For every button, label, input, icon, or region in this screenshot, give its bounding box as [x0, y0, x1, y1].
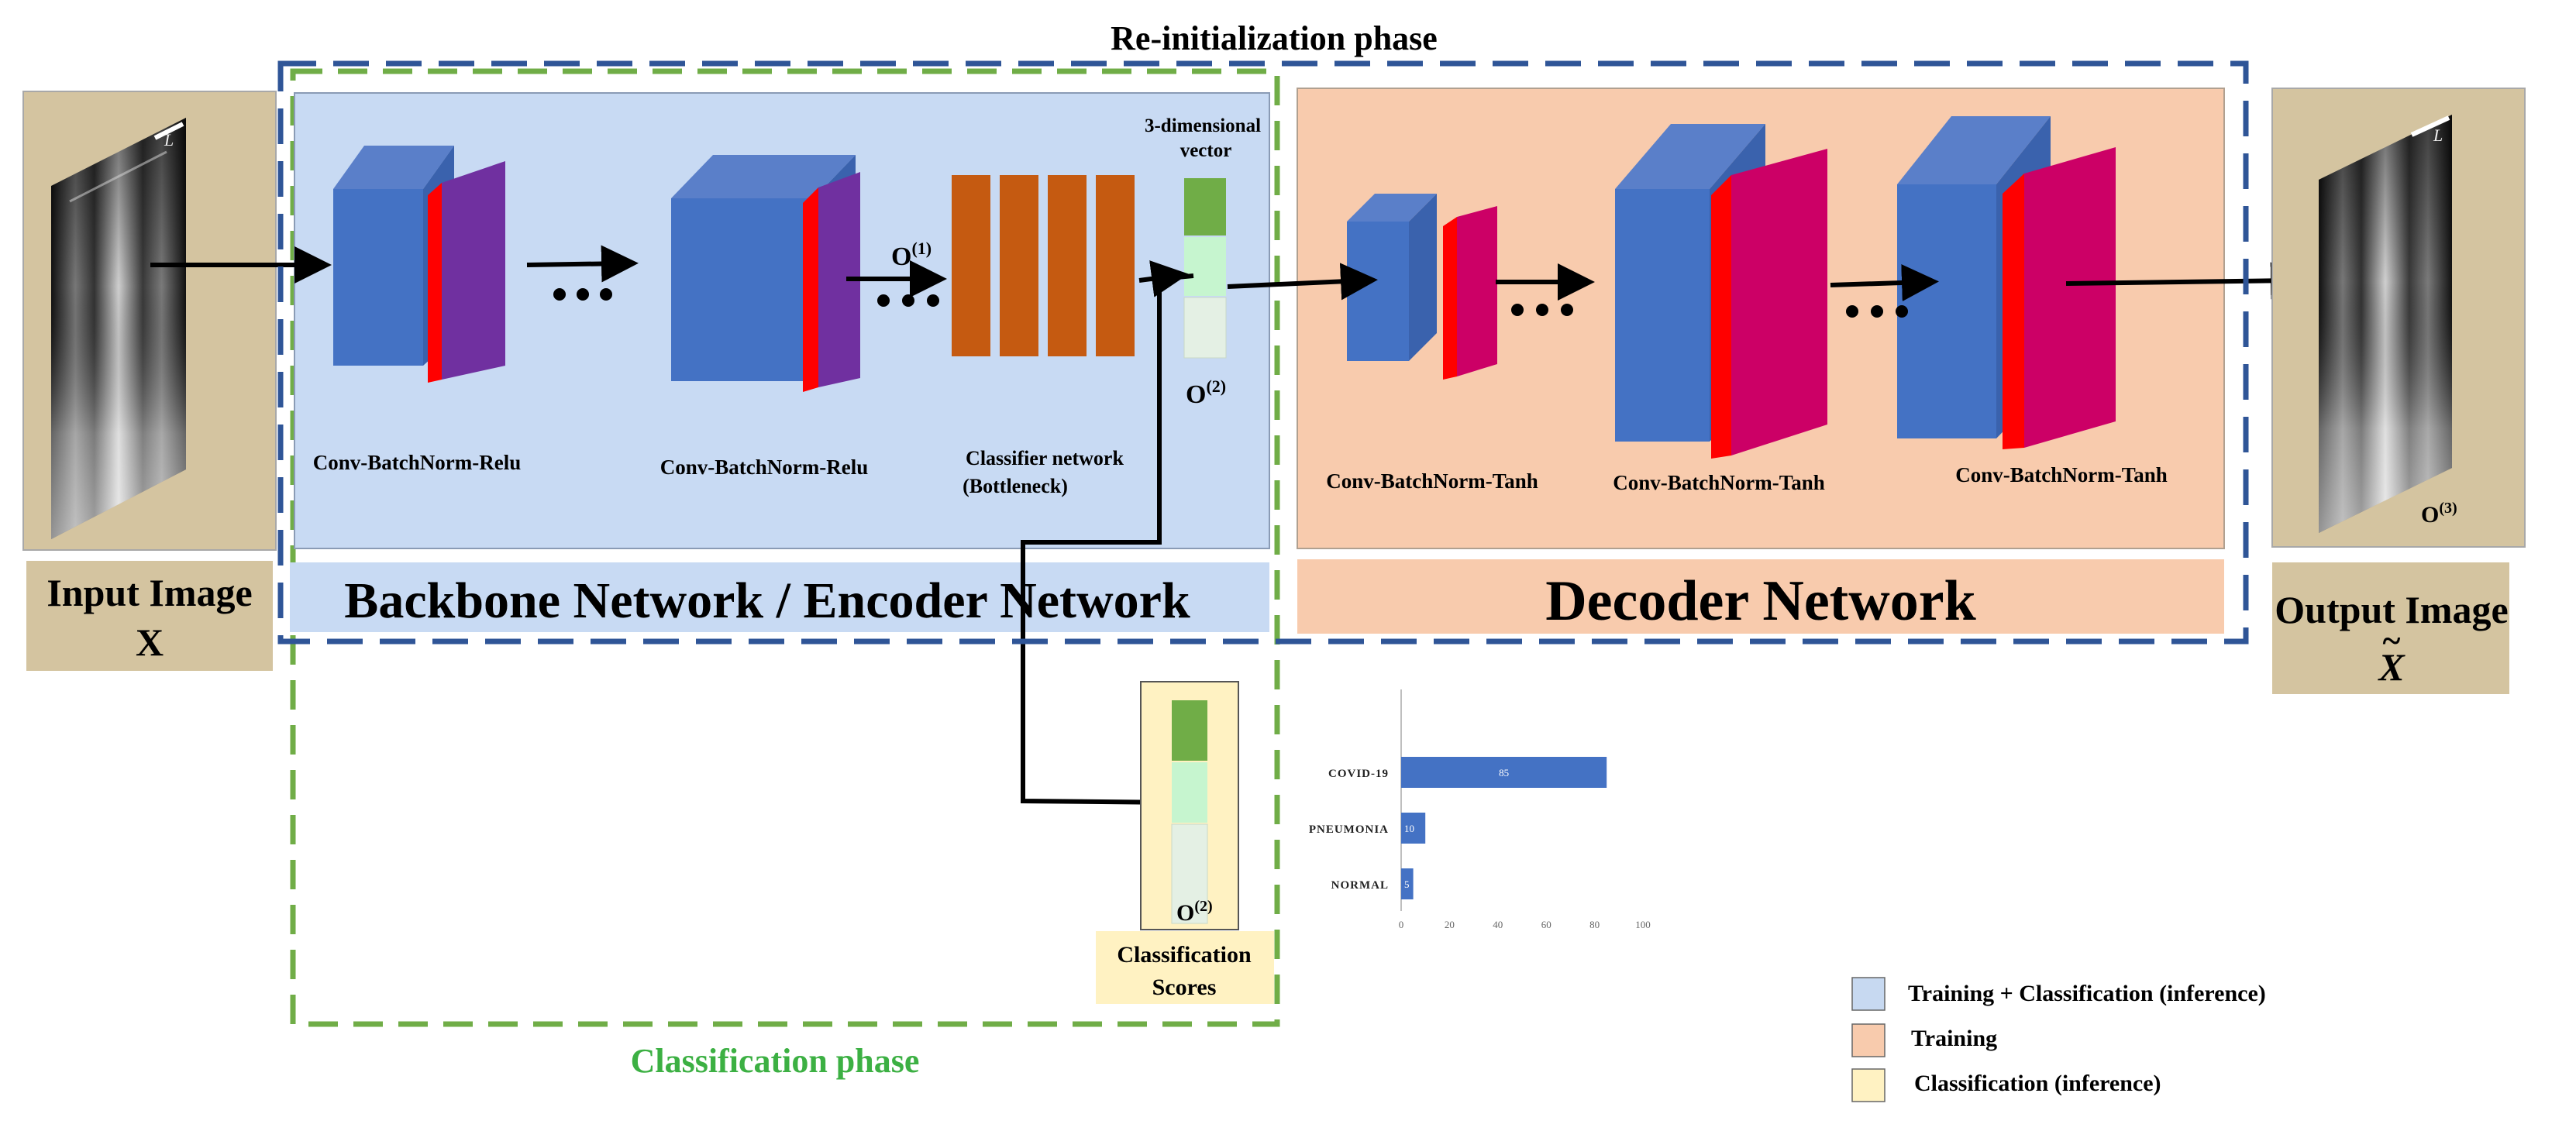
- encoder-block-1: [333, 146, 505, 383]
- chart-x-tick-5: 100: [1635, 919, 1651, 930]
- chart-bar-1: [1401, 813, 1426, 844]
- o1-label: O(1): [891, 239, 932, 271]
- ellipsis-decoder-2: [1846, 305, 1908, 318]
- chart-x-tick-0: 0: [1399, 919, 1404, 930]
- output-image-panel: L O(3) Output Image X ~: [2271, 88, 2526, 694]
- output-xray-marker: L: [2433, 125, 2443, 145]
- decoder-title-bar: [1297, 559, 2224, 634]
- chart-category-label-1: PNEUMONIA: [1309, 823, 1389, 836]
- chart-x-tick-2: 40: [1493, 919, 1503, 930]
- classification-phase-label: Classification phase: [631, 1042, 920, 1080]
- output-image-label: Output Image: [2275, 588, 2508, 631]
- classifier-label: Classifier network: [966, 447, 1124, 469]
- ellipsis-decoder-1: [1511, 304, 1573, 316]
- o3-label: O(3): [2421, 500, 2457, 528]
- output-symbol-tilde: ~: [2383, 622, 2401, 660]
- classifier-sublabel: (Bottleneck): [963, 475, 1068, 497]
- input-xray-marker: L: [164, 130, 174, 150]
- encoder-block-2-label: Conv-BatchNorm-Relu: [660, 455, 868, 479]
- encoder-title-bar: [290, 562, 1269, 632]
- decoder-block-2-label: Conv-BatchNorm-Tanh: [1613, 471, 1825, 494]
- classifier-network: [952, 175, 1135, 356]
- chart-x-tick-3: 60: [1541, 919, 1551, 930]
- legend-label-2: Training: [1911, 1026, 1997, 1051]
- chart-bar-2: [1401, 868, 1414, 899]
- decoder-block-3: [1897, 116, 2116, 449]
- chart-bar-0: [1401, 757, 1607, 788]
- chart-data-label-0: 85: [1499, 767, 1509, 779]
- vector-sublabel: vector: [1180, 140, 1232, 161]
- flow-arrows: [150, 245, 2308, 821]
- score-vector: [1171, 700, 1208, 924]
- legend-label-1: Training + Classification (inference): [1908, 981, 2266, 1006]
- decoder-block-3-label: Conv-BatchNorm-Tanh: [1955, 463, 2168, 486]
- chart-category-label-0: COVID-19: [1328, 768, 1389, 780]
- scores-sublabel: Scores: [1152, 975, 1217, 1000]
- o2-label: O(2): [1186, 376, 1226, 409]
- chart-category-label-2: NORMAL: [1331, 879, 1389, 892]
- reinit-phase-border: [277, 60, 2249, 645]
- reinit-phase-label: Re-initialization phase: [1111, 19, 1438, 57]
- input-image-symbol: X: [136, 621, 164, 664]
- legend-swatch-2: [1851, 1023, 1886, 1057]
- chart-data-label-2: 5: [1404, 878, 1410, 890]
- encoder-block-1-label: Conv-BatchNorm-Relu: [313, 451, 521, 474]
- ellipsis-encoder-2: [877, 294, 939, 307]
- backbone-title: Backbone Network / Encoder Network: [344, 572, 1190, 629]
- legend-swatch-1: [1851, 977, 1886, 1011]
- legend: Training + Classification (inference) Tr…: [1851, 977, 2266, 1102]
- o2-scores-label: O(2): [1176, 898, 1213, 926]
- feature-vector: [1183, 178, 1227, 359]
- scores-label: Classification: [1117, 942, 1252, 968]
- legend-label-3: Classification (inference): [1914, 1071, 2161, 1096]
- decoder-block-1-label: Conv-BatchNorm-Tanh: [1326, 469, 1538, 493]
- chart-x-tick-4: 80: [1589, 919, 1600, 930]
- classification-phase-border: [290, 68, 1280, 1027]
- encoder-block-2: [671, 155, 860, 392]
- ellipsis-encoder-1: [553, 288, 612, 301]
- chart-data-label-1: 10: [1404, 823, 1414, 834]
- decoder-title: Decoder Network: [1545, 569, 1976, 633]
- legend-swatch-3: [1851, 1068, 1886, 1102]
- input-image-panel: L Input Image X: [22, 91, 277, 671]
- output-image-symbol: X: [2377, 645, 2406, 689]
- vector-label: 3-dimensional: [1145, 115, 1261, 136]
- chart-x-tick-1: 20: [1445, 919, 1455, 930]
- input-image-label: Input Image: [46, 571, 252, 614]
- decoder-block-2: [1615, 124, 1827, 459]
